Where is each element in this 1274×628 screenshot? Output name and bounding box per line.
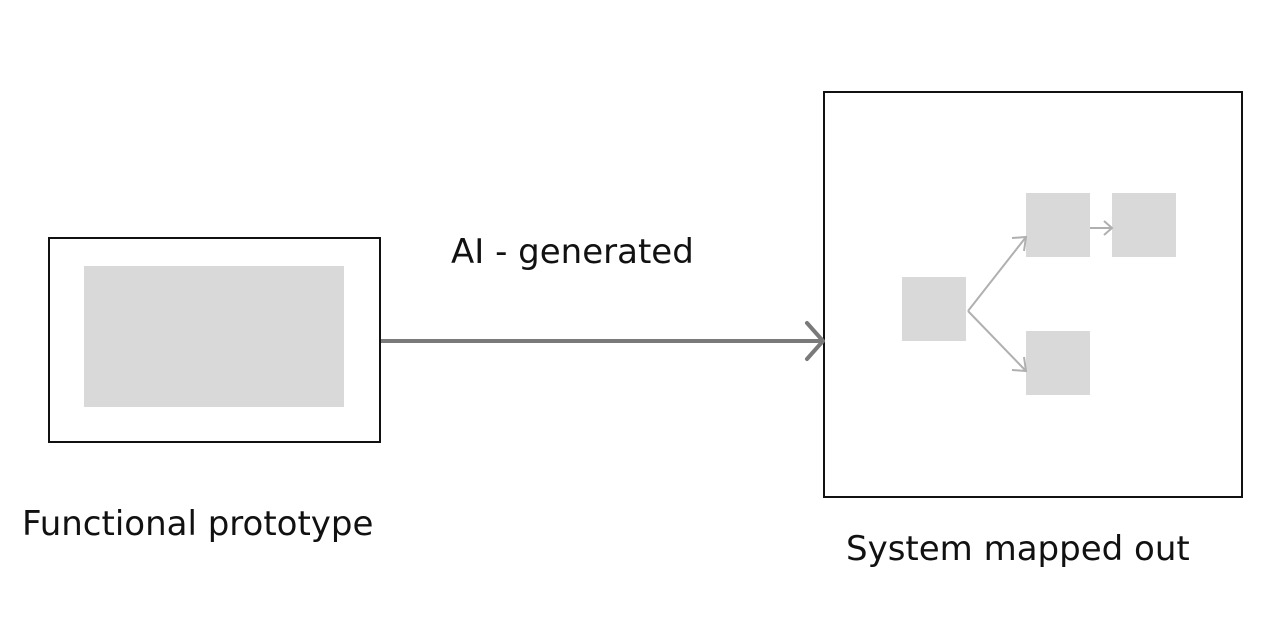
system-node-leaf-right: [1112, 193, 1176, 257]
system-mapped-out-label: System mapped out: [846, 529, 1190, 569]
system-node-root: [902, 277, 966, 341]
system-node-branch-bottom: [1026, 331, 1090, 395]
system-node-branch-top: [1026, 193, 1090, 257]
functional-prototype-label: Functional prototype: [22, 504, 374, 544]
main-arrow-head: [805, 321, 825, 361]
arrow-label: AI - generated: [451, 232, 694, 272]
system-map-box: [823, 91, 1243, 498]
prototype-screen-placeholder: [84, 266, 344, 407]
